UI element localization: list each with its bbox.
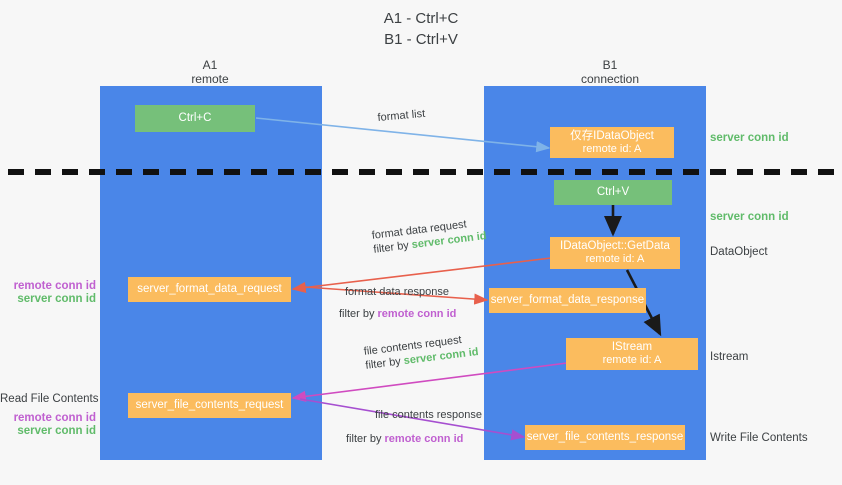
column-header-right-sub: connection — [580, 72, 640, 86]
node-server-file-contents-response[interactable]: server_file_contents_response — [525, 425, 685, 450]
title-line-1: A1 - Ctrl+C — [383, 10, 459, 27]
node-getdata-line1: IDataObject::GetData — [560, 240, 670, 252]
node-ctrl-v-label: Ctrl+V — [596, 186, 630, 198]
filter-prefix: filter by — [372, 239, 413, 256]
node-istream-line1: IStream — [611, 341, 653, 353]
node-server-file-contents-request-label: server_file_contents_request — [135, 399, 284, 411]
side-label-read-file-contents: Read File Contents — [0, 393, 99, 405]
node-ctrl-c[interactable]: Ctrl+C — [135, 105, 255, 132]
filter-prefix: filter by — [346, 433, 385, 445]
node-idataobject-getdata[interactable]: IDataObject::GetData remote id: A — [550, 237, 680, 269]
side-label-dataobject: DataObject — [710, 246, 768, 258]
edge-label-format-data-response-filter: filter by remote conn id — [339, 307, 456, 321]
filter-prefix: filter by — [364, 355, 405, 372]
edge-label-file-contents-request: file contents request filter by server c… — [363, 331, 479, 373]
side-label-server-conn-id-left-top: server conn id — [17, 293, 96, 305]
column-header-right: B1 connection — [530, 58, 690, 86]
node-server-format-data-request[interactable]: server_format_data_request — [128, 277, 291, 302]
page-title: A1 - Ctrl+C B1 - Ctrl+V — [0, 8, 842, 50]
node-istream[interactable]: IStream remote id: A — [566, 338, 698, 370]
node-server-file-contents-response-label: server_file_contents_response — [526, 431, 684, 443]
node-ctrl-c-label: Ctrl+C — [178, 112, 212, 124]
side-label-server-conn-id-second: server conn id — [710, 211, 789, 223]
node-server-format-data-response-label: server_format_data_response — [490, 294, 645, 306]
edge-label-format-data-request: format data request filter by server con… — [371, 215, 487, 257]
column-header-right-name: B1 — [602, 58, 618, 72]
edge-label-format-list: format list — [377, 107, 426, 125]
node-idataobject-line2: remote id: A — [582, 142, 642, 155]
edge-label-file-contents-response: file contents response filter by remote … — [346, 408, 483, 446]
filter-value-remote-conn-id: remote conn id — [377, 308, 457, 320]
edge-label-file-contents-response-filter: filter by remote conn id — [346, 432, 482, 446]
side-label-istream: Istream — [710, 351, 749, 363]
node-istream-line2: remote id: A — [602, 354, 662, 366]
title-line-2: B1 - Ctrl+V — [384, 31, 458, 48]
node-server-format-data-response[interactable]: server_format_data_response — [489, 288, 646, 313]
side-label-write-file-contents: Write File Contents — [710, 432, 808, 444]
column-header-left-name: A1 — [202, 58, 218, 72]
side-label-remote-conn-id-top: remote conn id — [13, 280, 96, 292]
node-getdata-line2: remote id: A — [585, 253, 645, 265]
column-header-left-sub: remote — [191, 72, 229, 86]
node-idataobject[interactable]: 仅存IDataObject remote id: A — [550, 127, 674, 158]
filter-prefix: filter by — [339, 308, 378, 320]
side-label-server-conn-id-left-bottom: server conn id — [17, 425, 96, 437]
node-server-format-data-request-label: server_format_data_request — [137, 283, 282, 295]
column-header-left: A1 remote — [130, 58, 290, 86]
edge-label-file-contents-response-line1: file contents response — [375, 409, 483, 421]
node-server-file-contents-request[interactable]: server_file_contents_request — [128, 393, 291, 418]
edge-label-format-list-text: format list — [377, 107, 426, 124]
side-label-remote-conn-id-bottom: remote conn id — [13, 412, 96, 424]
edge-label-format-data-response-line1: format data response — [345, 286, 449, 298]
node-idataobject-line1: 仅存IDataObject — [570, 129, 654, 142]
node-ctrl-v[interactable]: Ctrl+V — [554, 180, 672, 205]
edge-label-format-data-response: format data response filter by remote co… — [339, 285, 456, 321]
side-label-server-conn-id-top: server conn id — [710, 132, 789, 144]
filter-value-remote-conn-id: remote conn id — [384, 433, 464, 445]
